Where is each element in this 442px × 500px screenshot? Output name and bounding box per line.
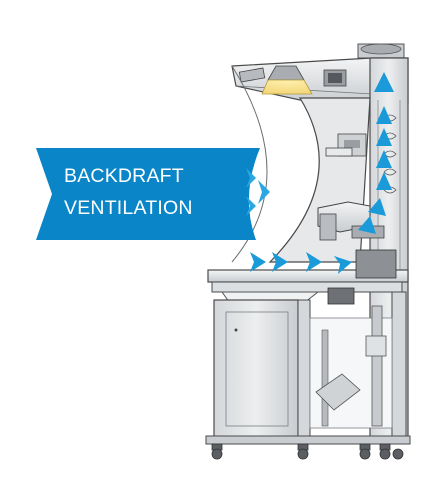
- banner-title-line-1: BACKDRAFT: [64, 165, 184, 187]
- airflow-arrow-icon: [368, 198, 386, 216]
- airflow-arrow-icon: [374, 72, 394, 92]
- upper-shelf: [325, 133, 367, 157]
- airflow-arrow-icon: [272, 252, 288, 272]
- backdraft-ventilation-banner: [36, 148, 270, 240]
- airflow-arrow-icon: [334, 256, 352, 274]
- airflow-arrow-icon: [376, 128, 392, 146]
- banner-title-line-2: VENTILATION: [64, 197, 193, 219]
- airflow-arrow-icon: [376, 150, 392, 168]
- task-light: [261, 65, 313, 95]
- lower-cabinet-door: [213, 299, 299, 439]
- airflow-arrow-icon: [376, 106, 392, 124]
- airflow-arrow-icon: [250, 252, 266, 272]
- airflow-arrow-icon: [306, 252, 322, 272]
- casters: [211, 443, 404, 460]
- airflow-arrow-icon: [358, 216, 376, 234]
- cabinet-frame: [205, 291, 411, 445]
- exhaust-stack: [357, 43, 405, 59]
- mid-shelf: [317, 201, 385, 241]
- airflow-arrows: [250, 72, 394, 274]
- airflow-arrow-icon: [376, 172, 392, 190]
- chevron-right-icon: [246, 168, 270, 216]
